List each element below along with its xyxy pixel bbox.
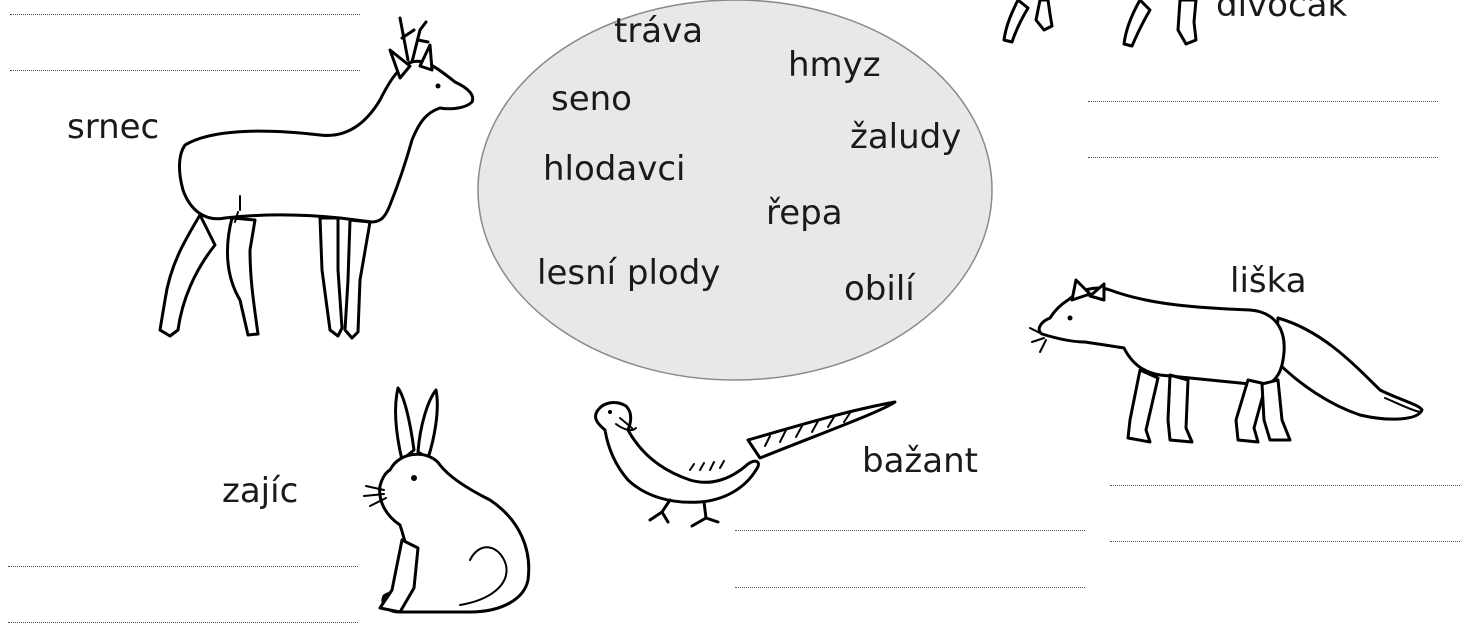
writing-line-hare-1[interactable] bbox=[8, 566, 358, 567]
food-word-seno[interactable]: seno bbox=[551, 79, 632, 119]
writing-line-pheasant-1[interactable] bbox=[735, 530, 1085, 531]
food-word-trava[interactable]: tráva bbox=[614, 11, 704, 51]
writing-line-boar-2[interactable] bbox=[1088, 157, 1438, 158]
writing-line-deer-1[interactable] bbox=[10, 14, 360, 15]
label-pheasant: bažant bbox=[862, 441, 978, 481]
writing-line-fox-1[interactable] bbox=[1110, 485, 1460, 486]
writing-line-deer-2[interactable] bbox=[10, 70, 360, 71]
food-word-hmyz[interactable]: hmyz bbox=[788, 45, 881, 85]
writing-line-pheasant-2[interactable] bbox=[735, 587, 1085, 588]
writing-line-fox-2[interactable] bbox=[1110, 541, 1460, 542]
writing-line-hare-2[interactable] bbox=[8, 622, 358, 623]
label-hare: zajíc bbox=[222, 471, 299, 511]
food-word-zaludy[interactable]: žaludy bbox=[850, 117, 962, 157]
label-roe-deer: srnec bbox=[67, 107, 160, 147]
writing-line-boar-1[interactable] bbox=[1088, 101, 1438, 102]
label-fox: liška bbox=[1230, 261, 1307, 301]
label-boar: divočák bbox=[1216, 0, 1348, 25]
food-word-obili[interactable]: obilí bbox=[844, 269, 915, 309]
food-word-lesni-plody[interactable]: lesní plody bbox=[537, 253, 721, 293]
food-word-repa[interactable]: řepa bbox=[766, 193, 843, 233]
food-word-hlodavci[interactable]: hlodavci bbox=[543, 149, 686, 189]
